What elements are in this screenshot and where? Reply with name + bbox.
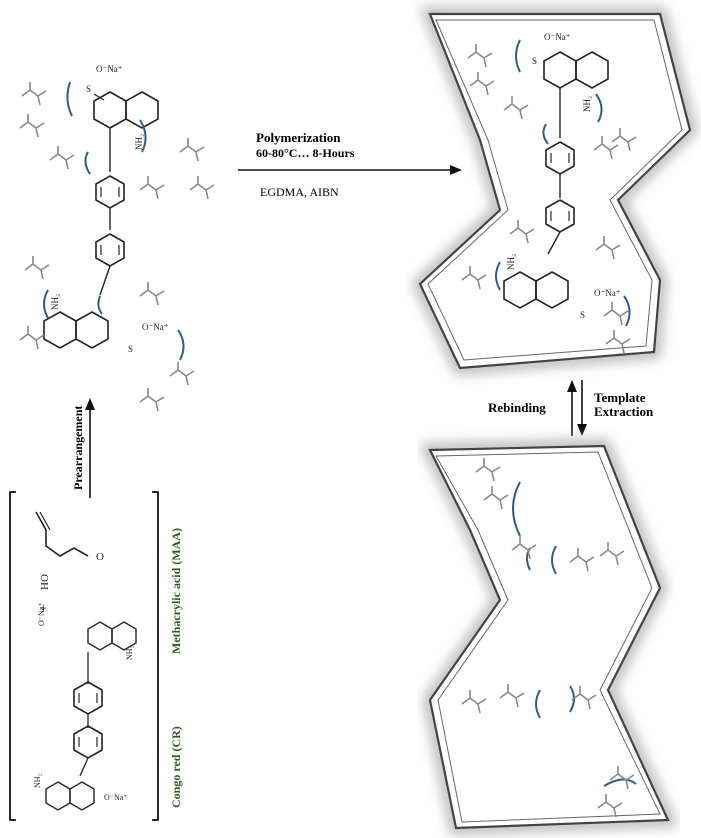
sulfonate-group-top: O⁻Na⁺ S [86, 64, 123, 101]
sulfonate-label-bottom: O⁻Na⁺ [142, 322, 169, 332]
prearranged-complex: O⁻Na⁺ S NH₂ NH₂ O⁻Na⁺ S [19, 64, 215, 412]
plus-sign: + [37, 604, 52, 612]
amine-label-bottom: NH₂ [50, 294, 60, 310]
imprinted-polymer-cavity [418, 438, 679, 836]
congo-red-label: Congo red (CR) [169, 726, 183, 808]
rebinding-extraction-step: Rebinding Template Extraction [488, 380, 654, 436]
polymerization-step: Polymerization 60-80°C… 8-Hours EGDMA, A… [238, 130, 462, 199]
interaction-arcs-left [43, 81, 185, 361]
sulfur-label-bottom: S [128, 344, 133, 354]
polymerization-title: Polymerization [256, 130, 341, 145]
template-sulfonate-top: O⁻Na⁺ [544, 32, 571, 42]
cr-amine-top: NH₂ [125, 645, 134, 660]
interaction-arcs-top-right [495, 39, 631, 327]
prearrangement-label: Prearrangement [71, 406, 85, 490]
reagents-label: EGDMA, AIBN [260, 185, 339, 199]
methacrylic-acid-structure: O HO + [35, 511, 104, 612]
prearrangement-step: Prearrangement [71, 398, 95, 498]
maa-carbonyl-o: O [96, 551, 104, 563]
template-sulfonate-bottom: O⁻Na⁺ [594, 288, 621, 298]
template-amine-top: NH₂ [582, 96, 592, 112]
monomer-cluster-left [19, 81, 215, 412]
polymerization-conditions: 60-80°C… 8-Hours [256, 146, 355, 160]
polymer-matrix-border-top [418, 12, 692, 370]
cr-sulfonate-top: O⁻Na⁺ [37, 602, 46, 626]
congo-red-structure: O⁻Na⁺ NH₂ NH₂ O⁻Na⁺ [33, 602, 137, 811]
template-amine-bottom: NH₂ [506, 254, 516, 270]
template-extraction-label-2: Extraction [594, 404, 654, 419]
template-sulfur-bottom: S [580, 310, 585, 320]
cr-amine-bottom: NH₂ [33, 773, 42, 788]
polymer-matrix-border-bottom [428, 444, 670, 830]
methacrylic-acid-label: Methacrylic acid (MAA) [169, 528, 183, 654]
maa-hydroxyl: HO [39, 574, 51, 590]
amine-label-top: NH₂ [134, 134, 144, 150]
sulfur-label: S [86, 84, 91, 94]
sulfonate-label: O⁻Na⁺ [96, 64, 123, 74]
rebinding-label: Rebinding [488, 400, 546, 415]
starting-materials: O HO + O⁻Na⁺ NH₂ NH₂ O⁻Na⁺ Methacr [9, 491, 183, 821]
imprinted-polymer-with-template: O⁻Na⁺ S NH₂ NH₂ O⁻Na⁺ S [411, 6, 698, 376]
template-sulfur-top: S [532, 56, 537, 66]
cr-sulfonate-bottom: O⁻Na⁺ [104, 793, 128, 802]
template-extraction-label-1: Template [594, 390, 646, 405]
